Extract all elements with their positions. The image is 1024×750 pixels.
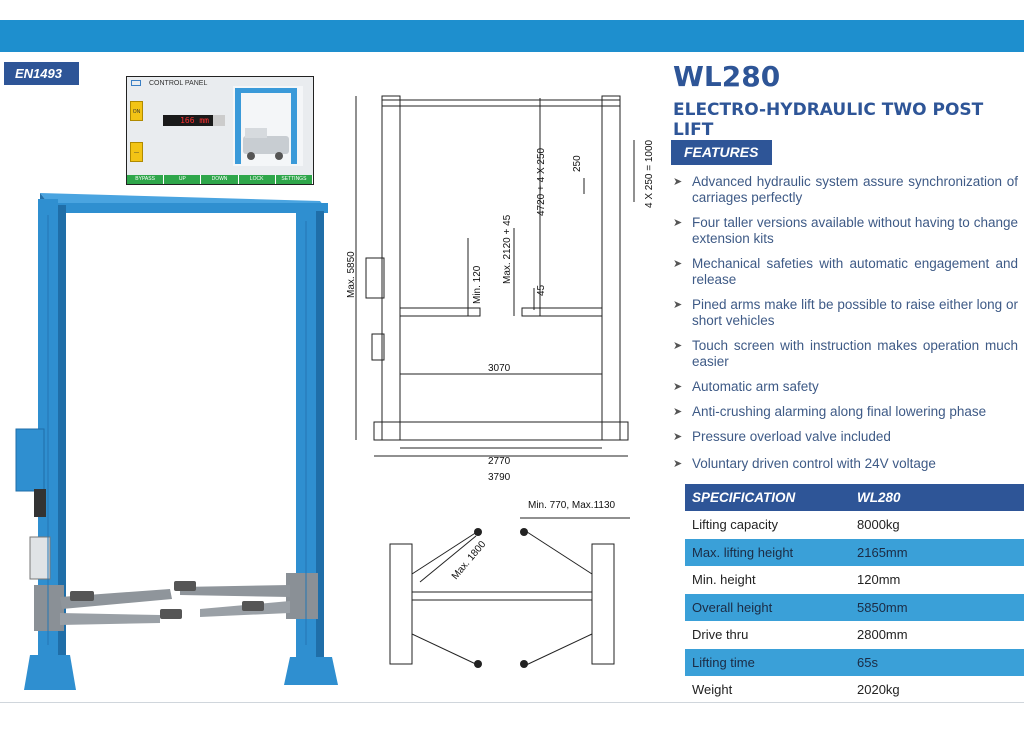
spec-label: Max. lifting height: [685, 538, 850, 566]
chevron-right-icon: ➤: [673, 381, 683, 393]
label-column-steps: 4720 + 4 X 250: [536, 147, 547, 216]
chevron-right-icon: ➤: [673, 258, 683, 270]
control-panel-screen: CONTROL PANEL ON — 166 mm BYPASS UP DOWN…: [126, 76, 314, 185]
chevron-right-icon: ➤: [673, 458, 683, 470]
feature-item: ➤Four taller versions available without …: [673, 215, 1018, 246]
feature-item: ➤Pined arms make lift be possible to rai…: [673, 297, 1018, 328]
label-drive-width: 2770: [488, 456, 511, 467]
chevron-right-icon: ➤: [673, 299, 683, 311]
top-banner-bar: [0, 20, 1024, 52]
chevron-right-icon: ➤: [673, 340, 683, 352]
spec-label: Lifting capacity: [692, 517, 778, 533]
feature-item: ➤Pressure overload valve included: [673, 429, 891, 444]
two-post-lift-illustration: [15, 193, 338, 690]
label-max-height: Max. 5850: [346, 251, 357, 298]
control-panel-title: CONTROL PANEL: [149, 80, 208, 87]
features-heading: FEATURES: [671, 140, 772, 165]
height-readout-unit: mm: [199, 116, 209, 125]
spec-value: 2165mm: [850, 538, 1024, 566]
chevron-right-icon: ➤: [673, 406, 683, 418]
spec-header-model: WL280: [850, 484, 1024, 511]
panel-on-button[interactable]: ON: [130, 101, 143, 121]
table-row: Drive thru 2800mm: [685, 621, 1024, 649]
control-panel-header: CONTROL PANEL: [131, 80, 207, 87]
table-row: Min. height 120mm: [685, 566, 1024, 594]
standard-badge: EN1493: [4, 62, 79, 85]
chevron-right-icon: ➤: [673, 217, 683, 229]
control-panel-footer: BYPASS UP DOWN LOCK SETTINGS: [127, 175, 314, 184]
control-panel-side-buttons: ON —: [130, 97, 144, 167]
front-elevation-drawing: Max. 5850 Min. 120 Max. 2120 + 45 4720 +…: [346, 95, 655, 483]
feature-item: ➤Touch screen with instruction makes ope…: [673, 338, 1018, 369]
panel-up-button[interactable]: UP: [164, 175, 202, 184]
label-min-height: Min. 120: [472, 265, 483, 304]
spec-value: 2020kg: [857, 682, 900, 698]
spec-label: Lifting time: [685, 648, 850, 676]
readout-extension: [213, 115, 225, 126]
spec-header-row: SPECIFICATION WL280: [685, 484, 1024, 511]
label-inner-width: 3070: [488, 363, 511, 374]
spec-label: Overall height: [685, 593, 850, 621]
label-pad: 45: [536, 284, 547, 296]
specification-table: SPECIFICATION WL280 Lifting capacity 8000…: [685, 484, 1024, 704]
height-readout: 166 mm: [163, 115, 213, 126]
spec-label: Drive thru: [692, 627, 749, 643]
spec-label: Min. height: [692, 572, 756, 588]
panel-bypass-button[interactable]: BYPASS: [127, 175, 165, 184]
table-row: Weight 2020kg: [685, 676, 1024, 704]
spec-label: Weight: [692, 682, 733, 698]
feature-item: ➤Automatic arm safety: [673, 379, 819, 394]
features-list: ➤Advanced hydraulic system assure synchr…: [673, 174, 1018, 472]
spec-value: 65s: [850, 648, 1024, 676]
label-top-steps: 4 X 250 = 1000: [644, 139, 655, 208]
feature-item: ➤Mechanical safeties with automatic enga…: [673, 256, 1018, 287]
label-overall-width: 3790: [488, 472, 511, 483]
feature-item: ➤Voluntary driven control with 24V volta…: [673, 456, 936, 471]
panel-settings-button[interactable]: SETTINGS: [276, 175, 314, 184]
panel-lift-graphic-icon: [233, 86, 303, 166]
feature-item: ➤Advanced hydraulic system assure synchr…: [673, 174, 1018, 205]
feature-item: ➤Anti-crushing alarming along final lowe…: [673, 404, 987, 419]
spec-value: 2800mm: [857, 627, 908, 643]
bottom-divider: [0, 702, 1024, 703]
top-view-drawing: Min. 770, Max.1130 Max. 1800: [389, 500, 630, 668]
chevron-right-icon: ➤: [673, 176, 683, 188]
product-subtitle: ELECTRO-HYDRAULIC TWO POST LIFT: [673, 100, 984, 140]
product-title: WL280: [673, 60, 781, 93]
spec-value: 5850mm: [850, 593, 1024, 621]
spec-value: 120mm: [857, 572, 901, 588]
label-lift-range: Max. 2120 + 45: [502, 214, 513, 284]
panel-minus-button[interactable]: —: [130, 142, 143, 162]
chevron-right-icon: ➤: [673, 431, 683, 443]
spec-value: 8000kg: [857, 517, 900, 533]
panel-lock-button[interactable]: LOCK: [239, 175, 276, 184]
height-readout-value: 166: [180, 116, 195, 125]
panel-down-button[interactable]: DOWN: [201, 175, 239, 184]
spec-header-label: SPECIFICATION: [685, 484, 850, 511]
label-arm-reach: Min. 770, Max.1130: [528, 500, 616, 511]
label-step: 250: [572, 155, 583, 172]
screen-icon: [131, 80, 141, 87]
table-row: Lifting capacity 8000kg: [685, 511, 1024, 539]
